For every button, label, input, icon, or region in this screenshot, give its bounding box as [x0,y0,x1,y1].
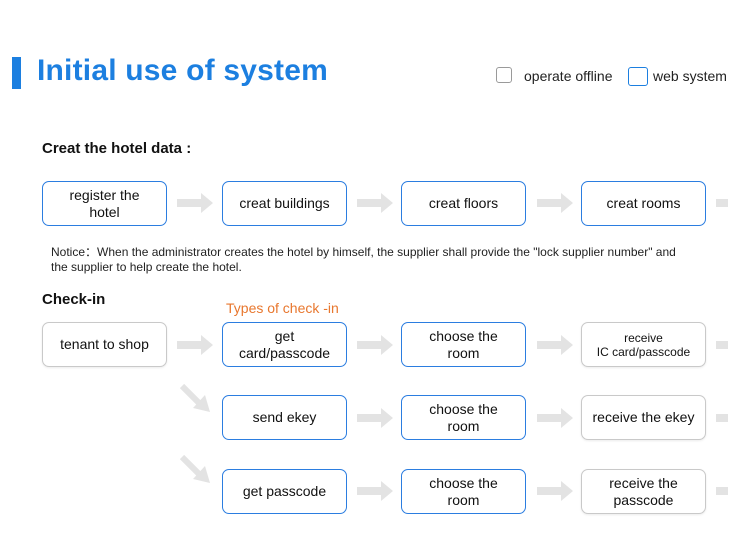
arrow-diagonal [179,383,202,406]
arrow-right [537,481,573,501]
arrow-right [357,481,393,501]
step-get-card-passcode: get card/passcode [222,322,347,367]
step-receive-passcode: receive the passcode [581,469,706,514]
step-get-passcode: get passcode [222,469,347,514]
arrow-diagonal-head [193,466,210,483]
arrow-right [177,193,213,213]
arrow-right [537,335,573,355]
step-tenant-to-shop: tenant to shop [42,322,167,367]
arrow-right [357,408,393,428]
arrow-right-partial [716,414,728,422]
step-choose-room: choose the room [401,395,526,440]
arrow-right [357,193,393,213]
step-choose-room: choose the room [401,322,526,367]
legend-web-swatch [628,67,648,86]
arrow-right [357,335,393,355]
arrow-right [537,193,573,213]
arrow-right-partial [716,341,728,349]
notice-line-2: the supplier to help create the hotel. [51,260,242,274]
legend-offline-swatch [496,67,512,83]
section-hotel-heading: Creat the hotel data : [42,140,192,157]
arrow-right-partial [716,487,728,495]
step-receive-ic-card: receive IC card/passcode [581,322,706,367]
step-creat-rooms: creat rooms [581,181,706,226]
arrow-right [537,408,573,428]
legend-offline-label: operate offline [524,68,613,84]
step-send-ekey: send ekey [222,395,347,440]
arrow-right-partial [716,199,728,207]
arrow-right [177,335,213,355]
title-accent-bar [12,57,21,89]
arrow-diagonal [179,454,202,477]
types-of-checkin-label: Types of check -in [226,300,339,316]
arrow-diagonal-head [193,395,210,412]
step-choose-room: choose the room [401,469,526,514]
step-receive-ekey: receive the ekey [581,395,706,440]
notice-line-1: Notice：When the administrator creates th… [51,245,676,259]
page-title: Initial use of system [37,54,328,87]
step-creat-floors: creat floors [401,181,526,226]
section-checkin-heading: Check-in [42,291,106,308]
notice-text: Notice：When the administrator creates th… [51,245,731,275]
legend-web-label: web system [653,68,727,84]
step-register-hotel: register the hotel [42,181,167,226]
step-creat-buildings: creat buildings [222,181,347,226]
